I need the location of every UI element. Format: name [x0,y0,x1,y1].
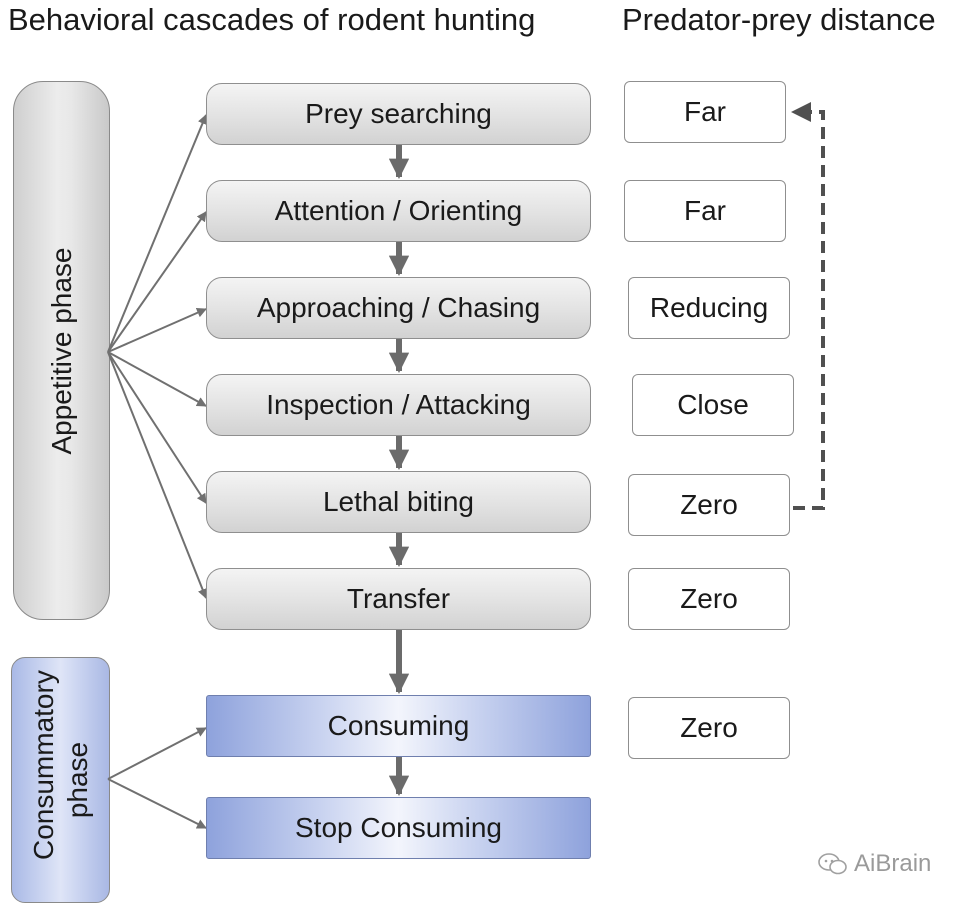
fan-arrow-8 [107,778,207,829]
distance-column-title: Predator-prey distance [622,2,936,37]
step-transfer: Transfer [206,568,591,630]
consummatory-fan-arrows [107,727,207,829]
distance-zero-1: Zero [628,474,790,536]
distance-far-1: Far [624,81,786,143]
fan-arrow-6 [107,351,208,599]
step-consuming: Consuming [206,695,591,757]
appetitive-phase-box: Appetitive phase [13,81,110,620]
distance-reducing: Reducing [628,277,790,339]
fan-arrow-4 [107,351,207,407]
step-prey-searching: Prey searching [206,83,591,145]
step-approaching-chasing: Approaching / Chasing [206,277,591,339]
appetitive-fan-arrows [107,114,208,599]
distance-far-2: Far [624,180,786,242]
fan-arrow-1 [107,114,208,353]
step-stop-consuming: Stop Consuming [206,797,591,859]
step-lethal-biting: Lethal biting [206,471,591,533]
feedback-loop-arrow [791,102,825,510]
distance-close: Close [632,374,794,436]
distance-zero-3: Zero [628,697,790,759]
chat-bubbles-icon [818,853,847,875]
fan-arrow-2 [107,211,207,353]
fan-arrow-7 [107,727,207,780]
fan-arrow-5 [107,351,207,504]
step-attention-orienting: Attention / Orienting [206,180,591,242]
watermark: AiBrain [818,850,931,878]
diagram-title: Behavioral cascades of rodent hunting [8,2,536,37]
distance-zero-2: Zero [628,568,790,630]
step-inspection-attacking: Inspection / Attacking [206,374,591,436]
fan-arrow-3 [107,308,207,353]
watermark-text: AiBrain [854,850,932,877]
